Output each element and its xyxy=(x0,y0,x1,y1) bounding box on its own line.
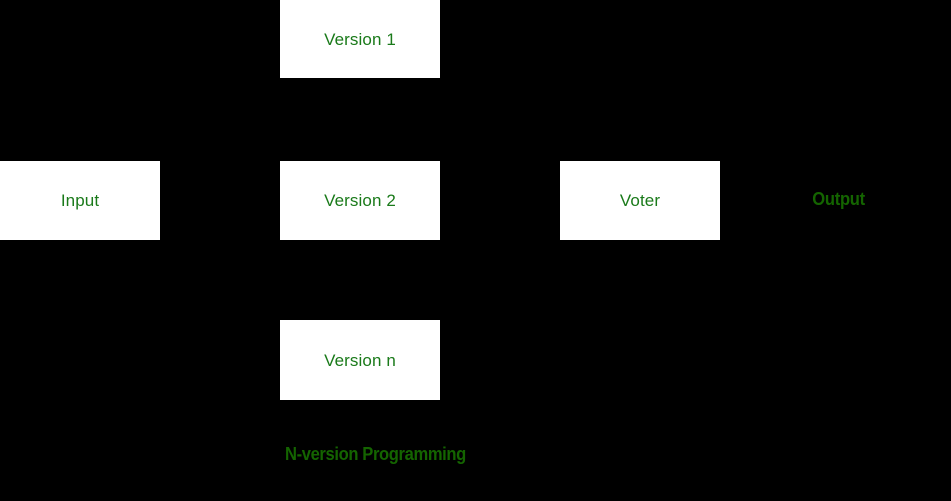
node-voter-label: Voter xyxy=(619,191,661,210)
diagram-caption: N-version Programming xyxy=(285,444,466,464)
node-version-2[interactable]: Version 2 xyxy=(280,161,440,240)
node-version-2-label: Version 2 xyxy=(324,191,396,210)
edge-version1-to-voter xyxy=(440,38,560,201)
output-label: Output xyxy=(812,189,865,209)
node-input[interactable]: Input xyxy=(0,161,160,240)
edge-input-to-version1 xyxy=(160,38,280,201)
edge-input-to-versionn xyxy=(160,199,280,361)
node-voter[interactable]: Voter xyxy=(560,161,720,240)
node-version-1-label: Version 1 xyxy=(324,29,396,49)
node-input-label: Input xyxy=(60,191,100,210)
edge-versionn-to-voter xyxy=(440,199,560,361)
node-version-1[interactable]: Version 1 xyxy=(280,0,440,78)
node-version-n[interactable]: Version n xyxy=(280,320,440,400)
node-version-n-label: Version n xyxy=(324,350,396,370)
